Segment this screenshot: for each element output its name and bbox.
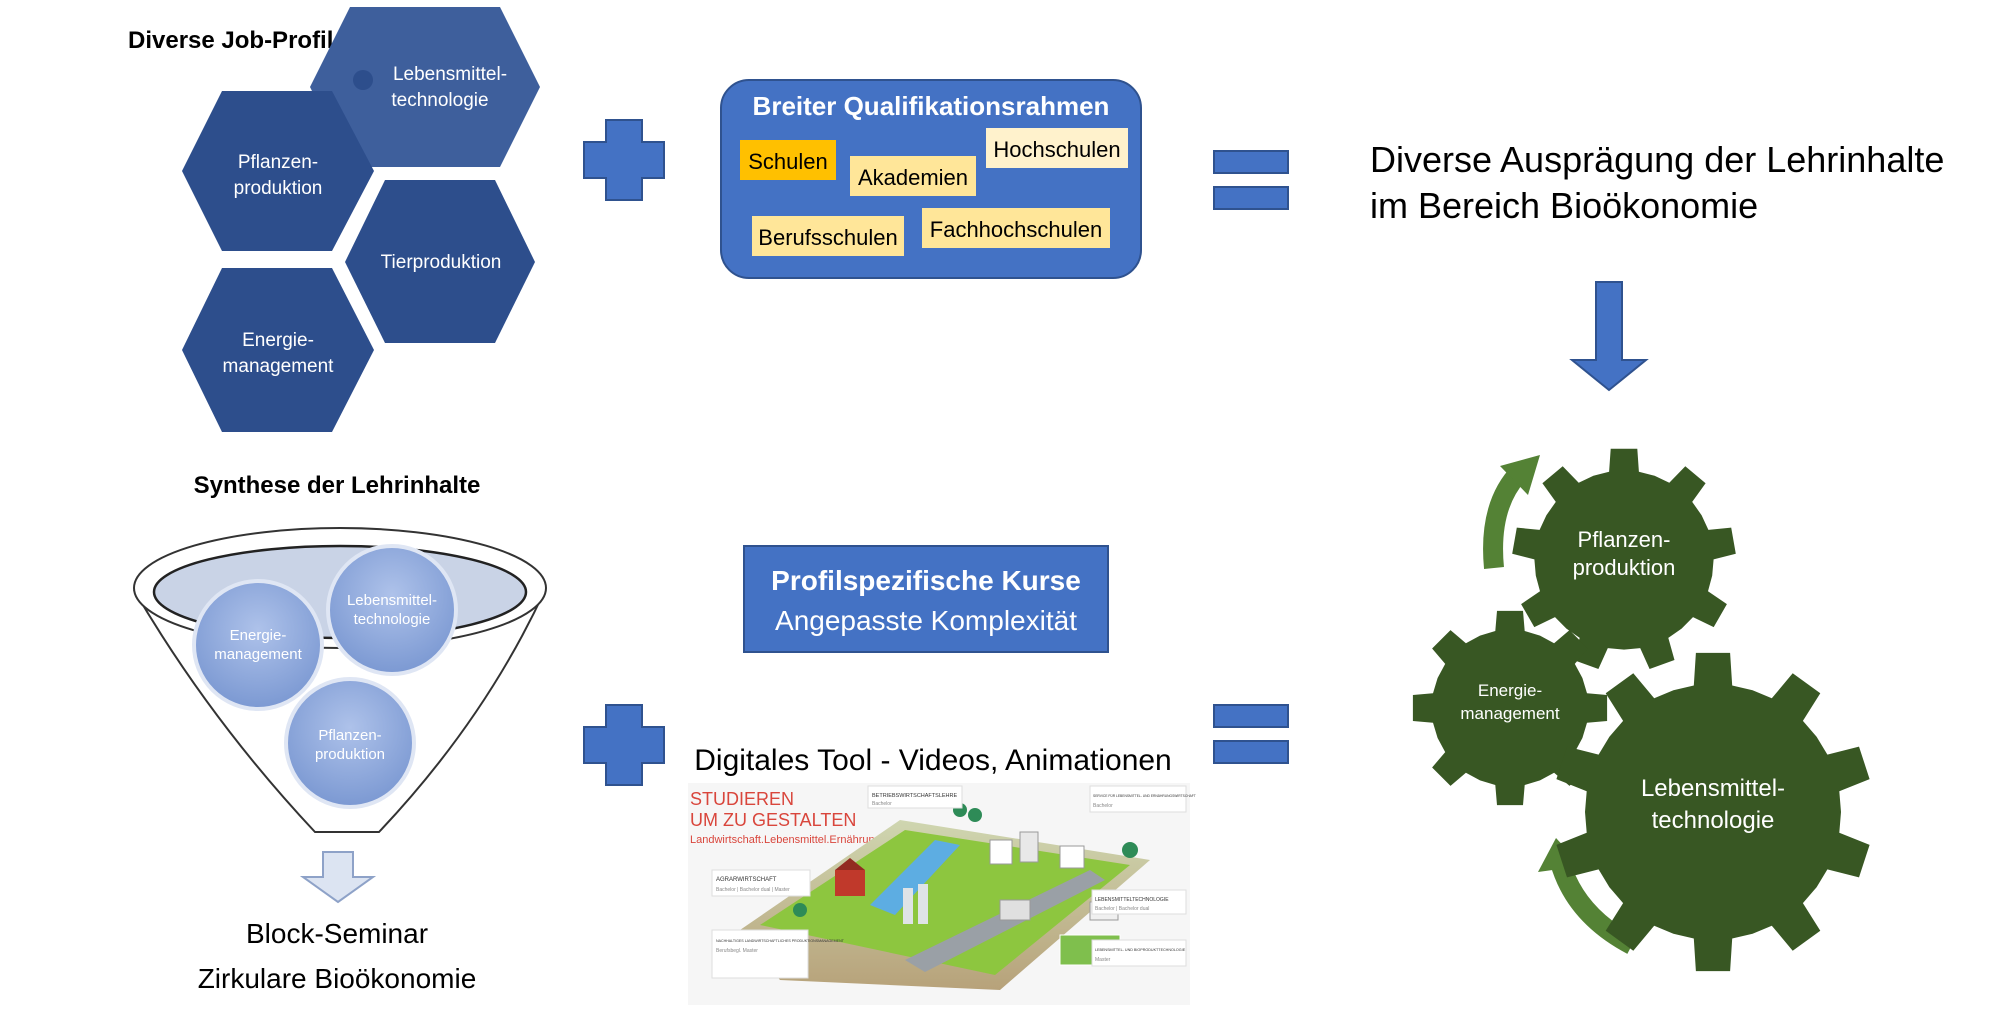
- svg-text:BETRIEBSWIRTSCHAFTSLEHRE: BETRIEBSWIRTSCHAFTSLEHRE: [872, 793, 957, 799]
- tag-schulen: Schulen: [748, 149, 828, 174]
- gears-group: Pflanzen- produktion Energie- management…: [1412, 448, 1870, 972]
- tool-headline2: UM ZU GESTALTEN: [690, 810, 856, 830]
- synthesis-title: Synthese der Lehrinhalte: [194, 472, 481, 499]
- hexagon-pflanzenproduktion: Pflanzen- produktion: [182, 91, 374, 251]
- arrow-down-icon: [1569, 281, 1649, 392]
- circle-lebensmitteltechnologie: Lebensmittel- technologie: [326, 544, 458, 676]
- digital-tool-title: Digitales Tool - Videos, Animationen: [694, 744, 1172, 777]
- result-text-line1: Diverse Ausprägung der Lehrinhalte: [1370, 139, 1944, 180]
- qualification-panel: Breiter Qualifikationsrahmen Schulen Aka…: [720, 79, 1142, 279]
- tag-berufsschulen: Berufsschulen: [758, 225, 897, 250]
- hexagon-energiemanagement: Energie- management: [182, 268, 374, 432]
- svg-text:Berufsbegl. Master: Berufsbegl. Master: [716, 948, 758, 954]
- qualification-title: Breiter Qualifikationsrahmen: [753, 91, 1110, 121]
- svg-text:SERVICE FÜR LEBENSMITTEL- UND: SERVICE FÜR LEBENSMITTEL- UND ERNÄHRUNGS…: [1093, 794, 1196, 798]
- equals-icon: [1213, 150, 1289, 210]
- circle-label: produktion: [315, 746, 385, 763]
- job-profiles-title: Diverse Job-Profile: [128, 27, 347, 54]
- profile-courses-line2: Angepasste Komplexität: [775, 605, 1077, 636]
- gear-label: technologie: [1652, 807, 1775, 834]
- tool-card: LEBENSMITTEL- UND BIOPRODUKTTECHNOLOGIE …: [1091, 939, 1187, 967]
- gear-energiemanagement: [1412, 610, 1608, 806]
- tool-card: LEBENSMITTELTECHNOLOGIE Bachelor | Bache…: [1091, 889, 1187, 915]
- result-text-line2: im Bereich Bioökonomie: [1370, 185, 1758, 226]
- svg-text:AGRARWIRTSCHAFT: AGRARWIRTSCHAFT: [716, 877, 777, 883]
- tool-subline: Landwirtschaft.Lebensmittel.Ernährung.: [690, 834, 884, 846]
- tag-fachhochschulen: Fachhochschulen: [930, 217, 1102, 242]
- cycle-arrow-head-icon: [1500, 455, 1540, 495]
- circle-energiemanagement: Energie- management: [192, 579, 324, 711]
- synthesis-output-line1: Block-Seminar: [246, 918, 428, 949]
- hexagon-label: Tierproduktion: [381, 252, 502, 273]
- circle-label: Lebensmittel-: [347, 592, 437, 609]
- hexagon-label: produktion: [234, 178, 323, 199]
- svg-text:Bachelor: Bachelor: [1093, 803, 1113, 809]
- circle-pflanzenproduktion: Pflanzen- produktion: [284, 677, 416, 809]
- hexagon-label: technologie: [391, 90, 488, 111]
- tag-hochschulen: Hochschulen: [993, 137, 1120, 162]
- svg-text:NACHHALTIGES LANDWIRTSCHAFTLIC: NACHHALTIGES LANDWIRTSCHAFTLICHES PRODUK…: [716, 939, 845, 943]
- circle-label: Energie-: [230, 627, 287, 644]
- gear-pflanzenproduktion: [1512, 448, 1736, 669]
- gear-label: Pflanzen-: [1578, 527, 1671, 552]
- hexagon-lebensmitteltechnologie: Lebensmittel- technologie: [310, 7, 540, 167]
- tag-akademien: Akademien: [858, 165, 968, 190]
- digital-tool-screenshot: STUDIEREN UM ZU GESTALTEN Landwirtschaft…: [688, 783, 1196, 1005]
- tool-card: AGRARWIRTSCHAFT Bachelor | Bachelor dual…: [711, 869, 811, 897]
- svg-text:Bachelor | Bachelor dual: Bachelor | Bachelor dual: [1095, 906, 1149, 912]
- tool-card: SERVICE FÜR LEBENSMITTEL- UND ERNÄHRUNGS…: [1089, 785, 1196, 813]
- tool-card: BETRIEBSWIRTSCHAFTSLEHRE Bachelor: [867, 785, 963, 809]
- hexagon-label: Lebensmittel-: [393, 64, 507, 85]
- plus-icon: [583, 119, 665, 201]
- circle-label: technologie: [354, 611, 431, 628]
- svg-text:LEBENSMITTELTECHNOLOGIE: LEBENSMITTELTECHNOLOGIE: [1095, 897, 1169, 903]
- hexagon-label: management: [223, 356, 335, 377]
- gear-label: Energie-: [1478, 681, 1542, 700]
- tool-card: NACHHALTIGES LANDWIRTSCHAFTLICHES PRODUK…: [711, 929, 845, 979]
- profile-courses-box: Profilspezifische Kurse Angepasste Kompl…: [743, 545, 1109, 653]
- svg-text:Bachelor | Bachelor dual | Mas: Bachelor | Bachelor dual | Master: [716, 887, 790, 893]
- svg-text:Bachelor: Bachelor: [872, 801, 892, 807]
- equals-icon: [1213, 704, 1289, 764]
- gear-label: management: [1460, 704, 1560, 723]
- gear-lebensmitteltechnologie: [1556, 652, 1870, 972]
- gear-label: Lebensmittel-: [1641, 775, 1785, 802]
- dot-icon: [353, 70, 373, 90]
- gear-label: produktion: [1573, 555, 1676, 580]
- svg-text:Master: Master: [1095, 957, 1111, 963]
- profile-courses-line1: Profilspezifische Kurse: [771, 565, 1081, 596]
- hexagon-tierproduktion: Tierproduktion: [345, 180, 535, 343]
- hexagon-label: Pflanzen-: [238, 152, 318, 173]
- tool-headline1: STUDIEREN: [690, 789, 794, 809]
- circle-label: Pflanzen-: [318, 727, 381, 744]
- arrow-down-icon: [299, 851, 377, 904]
- svg-text:LEBENSMITTEL- UND BIOPRODUKTTE: LEBENSMITTEL- UND BIOPRODUKTTECHNOLOGIE: [1095, 948, 1186, 952]
- hexagon-label: Energie-: [242, 330, 314, 351]
- plus-icon: [583, 704, 665, 786]
- funnel: Lebensmittel- technologie Energie- manag…: [133, 527, 547, 833]
- circle-label: management: [214, 646, 302, 663]
- synthesis-output-line2: Zirkulare Bioökonomie: [198, 963, 477, 994]
